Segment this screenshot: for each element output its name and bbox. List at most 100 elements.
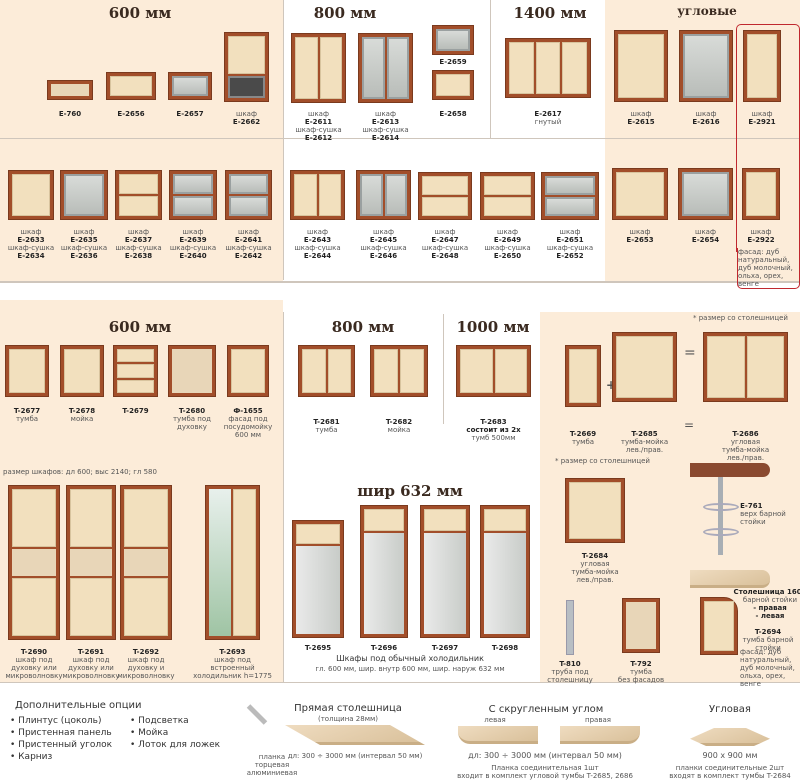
product-label: E-760 bbox=[59, 110, 81, 118]
cabinet-image-e-2662[interactable] bbox=[224, 32, 269, 102]
cabinet-image-t-2686[interactable] bbox=[703, 332, 788, 402]
cabinet-image-e-760[interactable] bbox=[47, 80, 93, 100]
cabinet-image-e-2639[interactable] bbox=[169, 170, 217, 220]
equals-sign: = bbox=[684, 418, 695, 432]
cabinet-image-e-2613[interactable] bbox=[358, 33, 413, 103]
product-code: E-2658 bbox=[439, 110, 467, 118]
straight-top-image bbox=[285, 725, 425, 745]
cabinet-image-t-2691[interactable] bbox=[66, 485, 116, 640]
product-desc: фасад под bbox=[228, 415, 268, 423]
product-code: T-2692 bbox=[132, 648, 160, 656]
cabinet-image-t-2682[interactable] bbox=[370, 345, 428, 397]
cabinet-image-t-2681[interactable] bbox=[298, 345, 355, 397]
product-code: T-2693 bbox=[219, 648, 246, 656]
cabinet-image-e-2616[interactable] bbox=[679, 30, 733, 102]
product-desc: гнутый bbox=[534, 118, 562, 126]
cabinet-image-t-2696[interactable] bbox=[360, 505, 408, 638]
cabinet-image-e-2611[interactable] bbox=[291, 33, 346, 103]
cabinet-image-t-2690[interactable] bbox=[8, 485, 60, 640]
size-note: * размер со столешницей bbox=[693, 314, 788, 322]
divider bbox=[490, 0, 491, 138]
cabinet-image-t-2683[interactable] bbox=[456, 345, 531, 397]
cabinet-image-e-2615[interactable] bbox=[614, 30, 668, 102]
product-label: E-2658 bbox=[439, 110, 466, 118]
product-code: E-2639 bbox=[179, 236, 207, 244]
cabinet-image-e-2922[interactable] bbox=[742, 168, 780, 220]
product-desc: духовку или bbox=[68, 664, 114, 672]
corner-top-note: входят в комплект тумбы T-2684 bbox=[669, 772, 791, 780]
product-label: T-2695 bbox=[305, 644, 331, 652]
cabinet-image-t-2669[interactable] bbox=[565, 345, 601, 407]
cabinet-image-t-2677[interactable] bbox=[5, 345, 49, 397]
cabinet-image-e-2657[interactable] bbox=[168, 72, 212, 100]
cabinet-image-e-2637[interactable] bbox=[115, 170, 162, 220]
cabinet-image-t-792[interactable] bbox=[622, 598, 660, 653]
product-code: E-2613 bbox=[371, 118, 400, 126]
rounded-note: Планка соединительная 1шт bbox=[491, 764, 599, 772]
cabinet-image-t-2697[interactable] bbox=[420, 505, 470, 638]
cabinet-image-t-2679[interactable] bbox=[113, 345, 158, 397]
product-code: T-2682 bbox=[385, 418, 413, 426]
cabinet-image-e-2633[interactable] bbox=[8, 170, 54, 220]
corner-top-title: Угловая bbox=[709, 704, 751, 715]
equals-sign: = bbox=[684, 345, 696, 361]
cabinet-image-e-2921[interactable] bbox=[743, 30, 781, 102]
header-base-800: 800 мм bbox=[331, 318, 395, 336]
product-desc: тумба bbox=[571, 438, 595, 446]
cabinet-image-e-2658[interactable] bbox=[432, 70, 474, 100]
product-label: E-2656 bbox=[117, 110, 144, 118]
straight-sub: (толщина 28мм) bbox=[318, 715, 378, 723]
cabinet-image-t-2695[interactable] bbox=[292, 520, 344, 638]
cabinet-image-t-2685[interactable] bbox=[612, 332, 677, 402]
cabinet-image-ф-1655[interactable] bbox=[227, 345, 269, 397]
cabinet-image-e-2645[interactable] bbox=[356, 170, 411, 220]
bar-cabinet-image bbox=[700, 597, 738, 655]
cabinet-image-e-2649[interactable] bbox=[480, 172, 535, 220]
cabinet-image-t-810[interactable] bbox=[566, 600, 574, 655]
cabinet-image-e-2635[interactable] bbox=[60, 170, 108, 220]
cabinet-image-e-2656[interactable] bbox=[106, 72, 156, 100]
product-code: E-2641 bbox=[234, 236, 263, 244]
cabinet-image-e-2659[interactable] bbox=[432, 25, 474, 55]
cabinet-image-e-2651[interactable] bbox=[541, 172, 599, 220]
corner-top-image bbox=[690, 728, 770, 746]
product-code: T-2697 bbox=[431, 644, 459, 652]
product-label: T-2679 bbox=[122, 407, 148, 415]
product-desc: лев./прав. bbox=[726, 454, 765, 462]
cabinet-image-e-2654[interactable] bbox=[678, 168, 733, 220]
cabinet-image-t-2693[interactable] bbox=[205, 485, 260, 640]
product-label: T-2697 bbox=[432, 644, 458, 652]
product-desc: шкаф bbox=[373, 228, 394, 236]
divider bbox=[443, 314, 444, 424]
product-code: T-2686 bbox=[732, 430, 759, 438]
header-width-632: шир 632 мм bbox=[357, 482, 463, 500]
cabinet-image-t-2692[interactable] bbox=[120, 485, 172, 640]
cabinet-image-t-2678[interactable] bbox=[60, 345, 104, 397]
product-desc: без фасадов bbox=[617, 676, 665, 684]
cabinet-image-t-2684[interactable] bbox=[565, 478, 625, 543]
cabinet-image-e-2617[interactable] bbox=[505, 38, 591, 98]
cabinet-image-e-2643[interactable] bbox=[290, 170, 345, 220]
product-desc: тумба-мойка bbox=[620, 438, 669, 446]
product-desc: шкаф-сушка bbox=[484, 244, 531, 252]
plus-sign: + bbox=[606, 378, 616, 392]
cabinet-image-t-2680[interactable] bbox=[168, 345, 216, 397]
cabinet-image-t-2698[interactable] bbox=[480, 505, 530, 638]
product-code: E-2921 bbox=[748, 118, 776, 126]
cabinet-image-e-2641[interactable] bbox=[225, 170, 272, 220]
cabinet-image-e-2653[interactable] bbox=[612, 168, 668, 220]
cabinet-image-e-2647[interactable] bbox=[418, 172, 472, 220]
product-code: E-2662 bbox=[232, 118, 261, 126]
